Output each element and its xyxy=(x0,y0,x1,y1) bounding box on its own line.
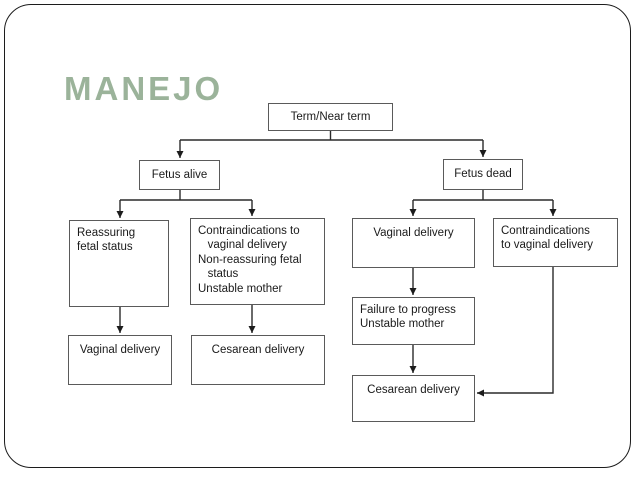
slide-title: MANEJO xyxy=(64,70,224,108)
node-vaginal-delivery-outcome: Vaginal delivery xyxy=(68,335,172,385)
node-cesarean-delivery-left: Cesarean delivery xyxy=(191,335,325,385)
node-fetus-alive: Fetus alive xyxy=(139,160,220,190)
node-cesarean-delivery-right: Cesarean delivery xyxy=(352,375,475,422)
node-fetus-dead: Fetus dead xyxy=(443,159,523,190)
node-failure-to-progress: Failure to progress Unstable mother xyxy=(352,297,475,345)
node-vaginal-delivery-fetus-dead: Vaginal delivery xyxy=(352,218,475,268)
slide-border-frame xyxy=(4,4,631,468)
node-term-near-term: Term/Near term xyxy=(268,103,393,131)
node-contraindications-to-vaginal-delivery: Contraindications to vaginal delivery xyxy=(493,218,618,267)
node-contraindications-nonreassuring-unstable: Contraindications to vaginal delivery No… xyxy=(190,218,325,305)
node-reassuring-fetal-status: Reassuring fetal status xyxy=(69,220,169,307)
